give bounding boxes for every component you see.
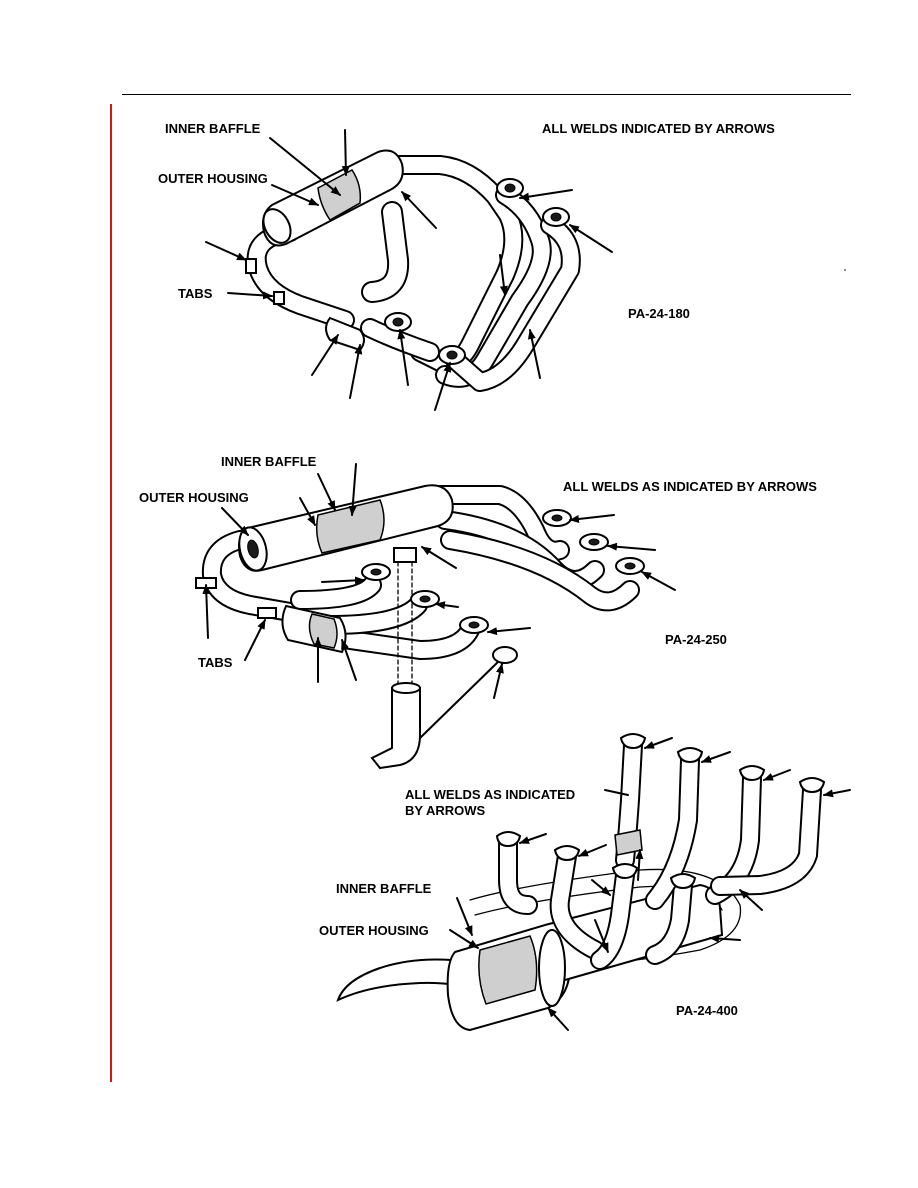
- diagram-pa-24-250: [195, 463, 676, 770]
- d3-welds-note-line2: BY ARROWS: [405, 803, 486, 818]
- d1-tabs-label: TABS: [178, 286, 213, 301]
- d1-inner-baffle-label: INNER BAFFLE: [165, 121, 261, 136]
- d1-model-label: PA-24-180: [628, 306, 690, 321]
- d3-model-label: PA-24-400: [676, 1003, 738, 1018]
- d2-model-label: PA-24-250: [665, 632, 727, 647]
- d2-tabs-label: TABS: [198, 655, 233, 670]
- d3-outer-housing-label: OUTER HOUSING: [319, 923, 429, 938]
- header-rule: [122, 94, 851, 95]
- revision-bar: [110, 104, 112, 1082]
- d3-welds-note-line1: ALL WELDS AS INDICATED: [405, 787, 576, 802]
- d3-inner-baffle-label: INNER BAFFLE: [336, 881, 432, 896]
- diagram-pa-24-400: [336, 269, 851, 1032]
- d1-outer-housing-label: OUTER HOUSING: [158, 171, 268, 186]
- d2-outer-housing-label: OUTER HOUSING: [139, 490, 249, 505]
- diagram-pa-24-180: [205, 129, 613, 411]
- d2-welds-note: ALL WELDS AS INDICATED BY ARROWS: [563, 479, 817, 494]
- d2-inner-baffle-label: INNER BAFFLE: [221, 454, 317, 469]
- d1-welds-note: ALL WELDS INDICATED BY ARROWS: [542, 121, 775, 136]
